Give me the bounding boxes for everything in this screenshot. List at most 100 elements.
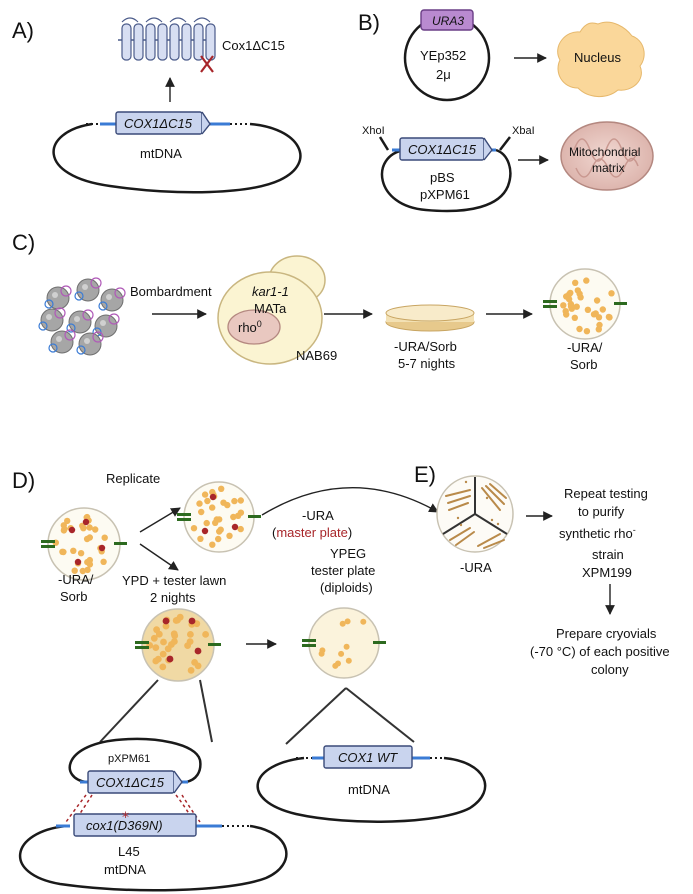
colony bbox=[608, 290, 615, 297]
colony bbox=[338, 650, 345, 657]
colony bbox=[343, 643, 350, 650]
membrane-protein-icon bbox=[118, 17, 216, 61]
colony bbox=[174, 616, 181, 624]
colony bbox=[92, 526, 99, 533]
cox1dc15-gene-box: COX1ΔC15 bbox=[115, 111, 211, 135]
colony bbox=[237, 525, 244, 533]
cox1-d369n-label: cox1(D369N) bbox=[86, 818, 163, 833]
colony bbox=[563, 311, 570, 318]
ypeg-line3: (diploids) bbox=[320, 580, 373, 595]
two-micron-label: 2μ bbox=[436, 67, 451, 82]
colony bbox=[86, 534, 94, 541]
pbs-cox1dc15-gene-box: COX1ΔC15 bbox=[399, 137, 493, 161]
l45-mtdna-label: mtDNA bbox=[104, 862, 146, 877]
red-colony bbox=[209, 493, 217, 501]
plasmid-loop bbox=[64, 329, 76, 341]
red-colony bbox=[194, 647, 202, 655]
nucleus-label: Nucleus bbox=[574, 50, 621, 65]
colony bbox=[160, 638, 167, 646]
e-line4: strain bbox=[592, 547, 624, 562]
colony bbox=[187, 631, 194, 638]
colony bbox=[77, 550, 85, 557]
colony bbox=[191, 659, 199, 666]
zoom-line-right bbox=[199, 679, 213, 743]
mtdna-label: mtDNA bbox=[140, 146, 182, 161]
orientation-mark bbox=[614, 302, 627, 305]
replicate-arrow-up bbox=[139, 507, 181, 533]
plate-c-result bbox=[543, 268, 627, 340]
plasmid-loop bbox=[76, 345, 86, 355]
ypeg-line2: tester plate bbox=[311, 563, 375, 578]
yep352-label: YEp352 bbox=[420, 48, 466, 63]
plate-d-master bbox=[177, 481, 261, 553]
colony bbox=[80, 525, 87, 532]
gold-particle bbox=[46, 286, 70, 310]
panel-d-label: D) bbox=[12, 468, 35, 493]
particle-highlight bbox=[46, 314, 52, 320]
particle-highlight bbox=[74, 316, 80, 322]
zoom-line-ypeg-left bbox=[285, 687, 347, 745]
colony bbox=[154, 655, 162, 663]
gold-particle bbox=[100, 288, 124, 312]
panel-e-label: E) bbox=[414, 462, 436, 487]
plasmid-loop bbox=[54, 307, 66, 319]
red-colony bbox=[231, 523, 239, 531]
bombardment-label: Bombardment bbox=[130, 284, 212, 299]
zoom-line-left bbox=[99, 679, 159, 743]
l45-mtdna-circle bbox=[18, 824, 288, 892]
plasmid-loop bbox=[90, 277, 102, 289]
e-line3: synthetic rho- bbox=[559, 525, 636, 541]
cox1-wt-label: COX1 WT bbox=[338, 750, 398, 765]
colony bbox=[344, 618, 351, 625]
plasmid-loop bbox=[60, 285, 72, 297]
colony bbox=[202, 631, 210, 638]
colony bbox=[574, 287, 581, 294]
e-plate-label: -URA bbox=[460, 560, 492, 575]
plate-d-ypeg bbox=[302, 607, 386, 679]
plate-d-lawn bbox=[135, 608, 221, 682]
colony bbox=[218, 485, 225, 492]
plate-d-start bbox=[41, 507, 127, 581]
particle-highlight bbox=[106, 294, 112, 300]
plasmid-loop bbox=[74, 291, 84, 301]
particle-highlight bbox=[100, 320, 106, 326]
colony bbox=[209, 504, 216, 511]
colony bbox=[203, 519, 210, 527]
particle-highlight bbox=[56, 336, 62, 342]
ura-master-label: -URA bbox=[302, 508, 334, 523]
colony bbox=[560, 302, 567, 309]
e-line2: to purify bbox=[578, 504, 625, 519]
colony bbox=[150, 634, 158, 642]
cox1-protein-label: Cox1ΔC15 bbox=[222, 38, 285, 53]
pxpm61-label: pXPM61 bbox=[420, 187, 470, 202]
colony bbox=[583, 277, 590, 284]
cox1dc15-gene-label: COX1ΔC15 bbox=[124, 116, 193, 131]
colony bbox=[572, 279, 579, 286]
colony bbox=[576, 325, 583, 333]
particle-highlight bbox=[52, 292, 58, 298]
particle-highlight bbox=[84, 338, 90, 344]
orientation-mark bbox=[302, 639, 316, 642]
crossover-right bbox=[175, 794, 195, 823]
colony bbox=[190, 525, 198, 532]
plasmid-loop bbox=[114, 287, 126, 299]
colony bbox=[79, 567, 87, 575]
replicate-arrow-down bbox=[139, 543, 179, 571]
ura3-label: URA3 bbox=[432, 14, 464, 28]
colony bbox=[584, 306, 592, 313]
orientation-mark bbox=[302, 644, 316, 647]
plasmid-loop bbox=[108, 313, 120, 325]
mitochondrion-icon bbox=[560, 121, 654, 191]
xbai-site-label: XbaI bbox=[512, 125, 535, 137]
colony bbox=[61, 525, 68, 533]
nab69-label: NAB69 bbox=[296, 348, 337, 363]
colony bbox=[216, 528, 223, 535]
master-plate-label: (master plate) bbox=[272, 525, 352, 540]
cox1-d369n-box: cox1(D369N) * bbox=[73, 810, 197, 837]
colony bbox=[565, 295, 573, 303]
ypd-line1: YPD + tester lawn bbox=[122, 573, 226, 588]
panel-c-label: C) bbox=[12, 230, 35, 255]
yeast-cell-icon bbox=[217, 255, 326, 365]
nucleus-icon bbox=[557, 21, 645, 97]
